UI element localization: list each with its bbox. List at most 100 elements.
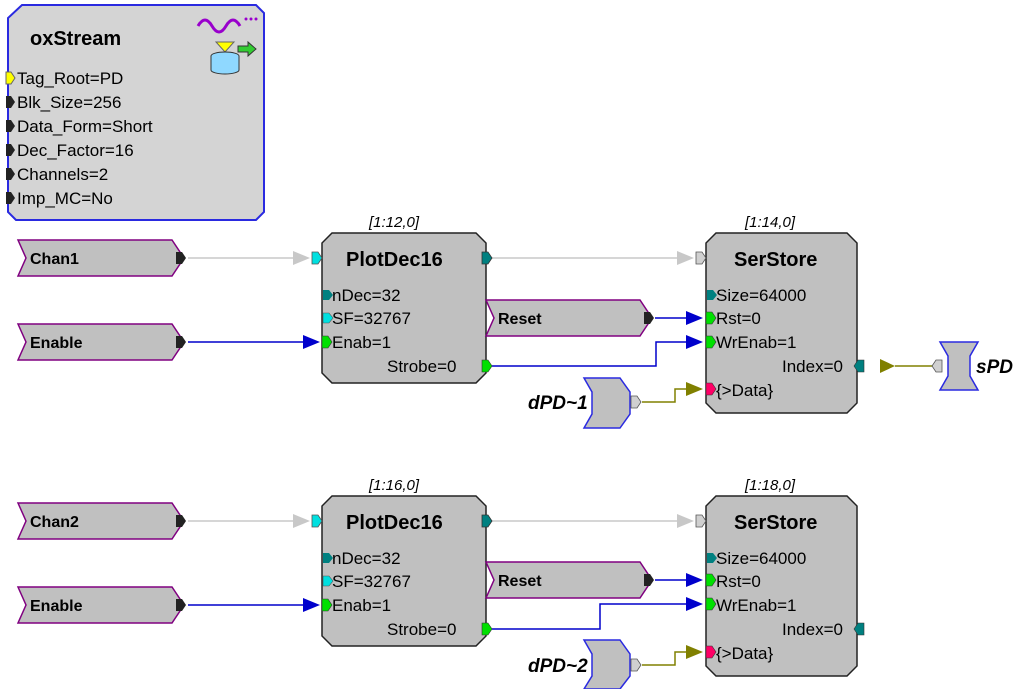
dpd2-tag[interactable]: dPD~2 [528,639,642,689]
dpd2-label: dPD~2 [528,656,588,677]
index-port[interactable] [853,622,865,636]
arrow-icon [293,251,310,265]
oxstream-block[interactable]: oxStream Tag_Root=PD Blk_Size=256 Data_F… [5,4,265,221]
enable-label: Enable [30,598,83,615]
input-port[interactable] [695,514,707,528]
input-port[interactable] [705,311,717,325]
param-port[interactable] [707,290,717,300]
output-port[interactable] [481,359,493,373]
arrow-icon [686,335,703,349]
output-port[interactable] [630,395,642,409]
param-index: Index=0 [782,357,843,376]
plotdec16-title: PlotDec16 [346,512,443,534]
arrow-icon [686,311,703,325]
param-port[interactable] [322,312,334,324]
param-port[interactable] [707,553,717,563]
reset-tag-2[interactable]: Reset [484,561,654,599]
param-wrenab: WrEnab=1 [716,333,796,352]
input-port[interactable] [321,335,333,349]
param-enab: Enab=1 [332,333,391,352]
param-port[interactable] [5,71,16,85]
input-port[interactable] [705,382,717,396]
plotdec16-block-2[interactable]: PlotDec16 nDec=32 SF=32767 Enab=1 Strobe… [311,495,493,647]
input-port[interactable] [705,335,717,349]
param-tag-root: Tag_Root=PD [17,69,123,88]
arrow-icon [686,597,703,611]
input-port[interactable] [321,598,333,612]
input-port[interactable] [695,251,707,265]
input-port[interactable] [705,645,717,659]
plotdec16-block-1[interactable]: PlotDec16 nDec=32 SF=32767 Enab=1 Strobe… [311,232,493,384]
output-port[interactable] [176,599,186,611]
reset-label: Reset [498,311,542,328]
param-port[interactable] [322,575,334,587]
arrow-icon [686,382,703,396]
param-data-form: Data_Form=Short [17,117,153,136]
input-port[interactable] [705,573,717,587]
param-data: {>Data} [716,381,774,400]
chan2-label: Chan2 [30,514,79,531]
chan2-tag[interactable]: Chan2 [16,502,186,540]
output-port[interactable] [481,622,493,636]
reset-tag-1[interactable]: Reset [484,299,654,337]
serstore-block-1[interactable]: SerStore Size=64000 Rst=0 WrEnab=1 Index… [695,232,865,414]
oxstream-title: oxStream [30,28,121,50]
wire-dpd1 [642,388,689,403]
wire-dpd2 [642,651,689,666]
param-port[interactable] [6,120,15,132]
dpd1-tag[interactable]: dPD~1 [528,377,642,429]
param-dec-factor: Dec_Factor=16 [17,141,134,160]
output-port[interactable] [481,514,493,528]
enable-tag-2[interactable]: Enable [16,586,186,624]
arrow-icon [686,645,703,659]
output-port[interactable] [630,658,642,672]
input-port[interactable] [931,359,943,373]
param-port[interactable] [6,144,15,156]
output-port[interactable] [481,251,493,265]
arrow-icon [303,335,320,349]
arrow-icon [677,251,694,265]
chan1-tag[interactable]: Chan1 [16,239,186,277]
param-port[interactable] [6,96,15,108]
param-wrenab: WrEnab=1 [716,596,796,615]
dpd1-label: dPD~1 [528,393,588,414]
param-index: Index=0 [782,620,843,639]
output-port[interactable] [644,312,654,324]
param-port[interactable] [6,168,15,180]
serstore-block-2[interactable]: SerStore Size=64000 Rst=0 WrEnab=1 Index… [695,495,865,677]
spd-tag[interactable]: sPD [931,341,1013,391]
arrow-icon [880,359,895,373]
serstore-address: [1:14,0] [744,214,796,231]
param-sf: SF=32767 [332,572,411,591]
param-port[interactable] [6,192,15,204]
stream-icon [196,17,258,75]
param-rst: Rst=0 [716,309,761,328]
plotdec16-title: PlotDec16 [346,249,443,271]
plotdec16-address: [1:16,0] [368,477,420,494]
param-strobe: Strobe=0 [387,620,456,639]
param-port[interactable] [323,290,333,300]
index-port[interactable] [853,359,865,373]
param-size: Size=64000 [716,549,806,568]
spd-label: sPD [976,357,1013,378]
arrow-icon [303,598,320,612]
param-ndec: nDec=32 [332,549,401,568]
serstore-title: SerStore [734,249,817,271]
param-port[interactable] [323,553,333,563]
output-port[interactable] [176,252,186,264]
param-enab: Enab=1 [332,596,391,615]
enable-tag-1[interactable]: Enable [16,323,186,361]
input-port[interactable] [311,251,323,265]
enable-label: Enable [30,335,83,352]
serstore-title: SerStore [734,512,817,534]
input-port[interactable] [705,597,717,611]
output-port[interactable] [176,336,186,348]
output-port[interactable] [176,515,186,527]
output-port[interactable] [644,574,654,586]
input-port[interactable] [311,514,323,528]
param-size: Size=64000 [716,286,806,305]
arrow-icon [293,514,310,528]
oxstream-params: Tag_Root=PD Blk_Size=256 Data_Form=Short… [5,69,153,208]
serstore-address: [1:18,0] [744,477,796,494]
wire-strobe [492,341,689,367]
